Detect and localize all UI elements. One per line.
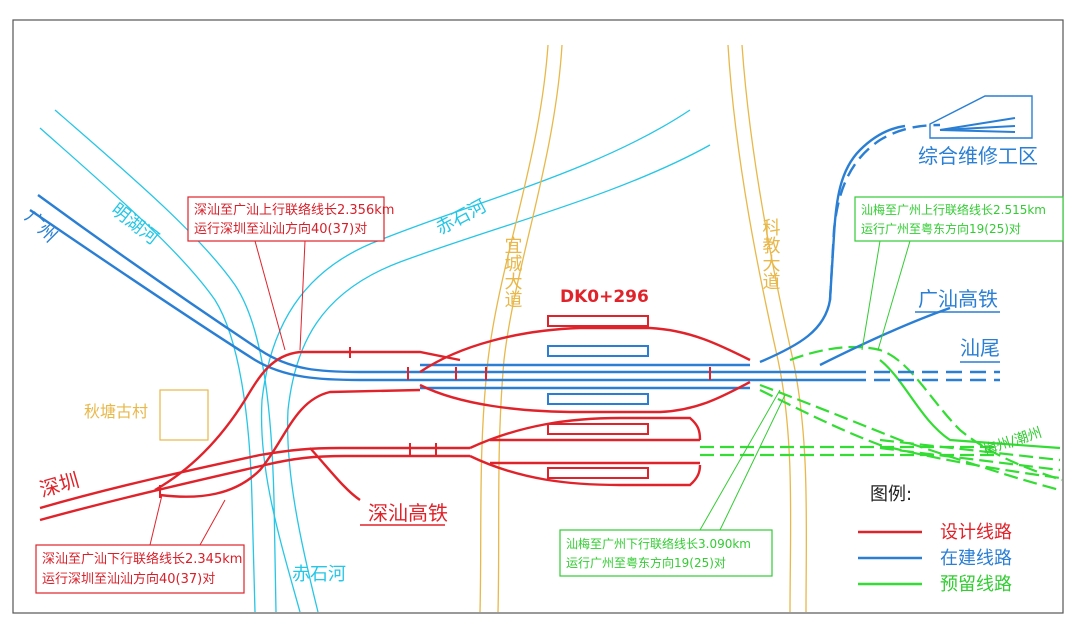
svg-text:宜城大道: 宜城大道 — [502, 236, 523, 308]
up-link-note-line2: 运行深圳至汕汕方向40(37)对 — [194, 221, 367, 237]
blue-platforms — [547, 345, 649, 405]
label-shanwei: 汕尾 — [960, 336, 1000, 360]
legend-label-reserved: 预留线路 — [940, 574, 1012, 595]
platform-blue-2 — [547, 393, 649, 405]
depot-link-dashed — [828, 123, 941, 301]
label-yicheng-avenue: 宜城大道 — [502, 236, 523, 308]
depot — [929, 95, 1033, 139]
callout-down-link: 深汕至广汕下行联络线长2.345km 运行深圳至汕汕方向40(37)对 — [35, 494, 245, 594]
sm-up-note-line1: 汕梅至广州上行联络线长2.515km — [861, 202, 1046, 217]
label-kejiao-avenue: 科教大道 — [760, 218, 781, 290]
construction-lines — [29, 123, 1000, 390]
red-station-lower-loop — [419, 380, 751, 414]
guangshan-branch — [819, 306, 951, 367]
down-link-curve — [159, 388, 421, 498]
yicheng-road-1 — [479, 44, 549, 613]
legend-title: 图例: — [870, 484, 912, 505]
guangzhou-line-2 — [29, 209, 750, 382]
legend: 图例: 设计线路 在建线路 预留线路 — [858, 484, 1012, 595]
label-minghu-river: 明湖河 — [107, 199, 162, 249]
reserved-branch-b — [759, 383, 1061, 492]
sm-up-note-line2: 运行广州至粤东方向19(25)对 — [861, 221, 1021, 236]
sm-down-note-line1: 汕梅至广州下行联络线长3.090km — [566, 536, 751, 551]
up-link-curve — [154, 350, 461, 492]
callout-up-link: 深汕至广汕上行联络线长2.356km 运行深圳至汕汕方向40(37)对 — [187, 196, 394, 351]
minghu-river-bank-1 — [39, 127, 256, 613]
red-down-station-top — [469, 416, 702, 450]
legend-label-construction: 在建线路 — [940, 548, 1012, 569]
label-shenzhen: 深圳 — [37, 468, 82, 502]
label-depot: 综合维修工区 — [918, 144, 1038, 168]
qiutang-village-box — [159, 389, 209, 441]
red-down-station-bottom — [469, 454, 702, 487]
minghu-river-bank-2 — [54, 109, 277, 613]
platform-red-1 — [547, 423, 649, 435]
reserved-meizhou-1 — [879, 438, 1061, 462]
platform-blue-1 — [547, 345, 649, 357]
label-shenshan-hsr: 深汕高铁 — [368, 501, 448, 525]
depot-track-3 — [939, 129, 1016, 133]
rivers — [39, 109, 711, 613]
depot-link — [759, 124, 906, 364]
label-guangshan-hsr: 广汕高铁 — [918, 287, 998, 311]
down-link-note-line2: 运行深圳至汕汕方向40(37)对 — [42, 571, 215, 587]
depot-outline — [929, 95, 1033, 139]
shenshan-branch — [309, 447, 361, 501]
callout-sm-up: 汕梅至广州上行联络线长2.515km 运行广州至粤东方向19(25)对 — [854, 196, 1064, 351]
reserved-lines — [700, 345, 1063, 492]
label-chishi-river-bottom: 赤石河 — [292, 564, 346, 585]
callout-sm-down: 汕梅至广州下行联络线长3.090km 运行广州至粤东方向19(25)对 — [559, 389, 786, 577]
design-lines — [39, 326, 751, 522]
label-qiutang-village: 秋塘古村 — [84, 402, 148, 421]
yicheng-road-2 — [497, 44, 563, 613]
red-platforms — [547, 315, 649, 479]
reserved-branch-a — [759, 389, 1061, 480]
depot-track-1 — [939, 117, 1016, 131]
platform-red-top — [547, 315, 649, 327]
label-chishi-river-top: 赤石河 — [432, 196, 490, 240]
reserved-solid-upper — [879, 359, 1061, 450]
red-station-upper-loop — [419, 326, 751, 373]
sm-down-note-line2: 运行广州至粤东方向19(25)对 — [566, 555, 726, 570]
guangzhou-line-1 — [37, 194, 750, 374]
platform-red-2 — [547, 467, 649, 479]
kejiao-road-2 — [741, 44, 808, 613]
chishi-river-bank-1 — [260, 109, 691, 613]
svg-text:科教大道: 科教大道 — [760, 218, 781, 290]
reserved-meizhou-2 — [879, 446, 1061, 472]
legend-label-design: 设计线路 — [940, 522, 1012, 543]
diagram-border — [12, 19, 1064, 614]
chishi-river-bank-2 — [286, 144, 711, 613]
switch-marks — [159, 347, 711, 498]
reserved-upper-link — [789, 345, 1063, 482]
label-mileage: DK0+296 — [560, 287, 649, 307]
up-link-note-line1: 深汕至广汕上行联络线长2.356km — [194, 202, 394, 218]
down-link-note-line1: 深汕至广汕下行联络线长2.345km — [42, 551, 242, 567]
label-guangzhou: 广州 — [20, 207, 60, 247]
shenzhen-track-1 — [39, 446, 470, 510]
roads — [479, 44, 808, 613]
kejiao-road-1 — [727, 44, 792, 613]
